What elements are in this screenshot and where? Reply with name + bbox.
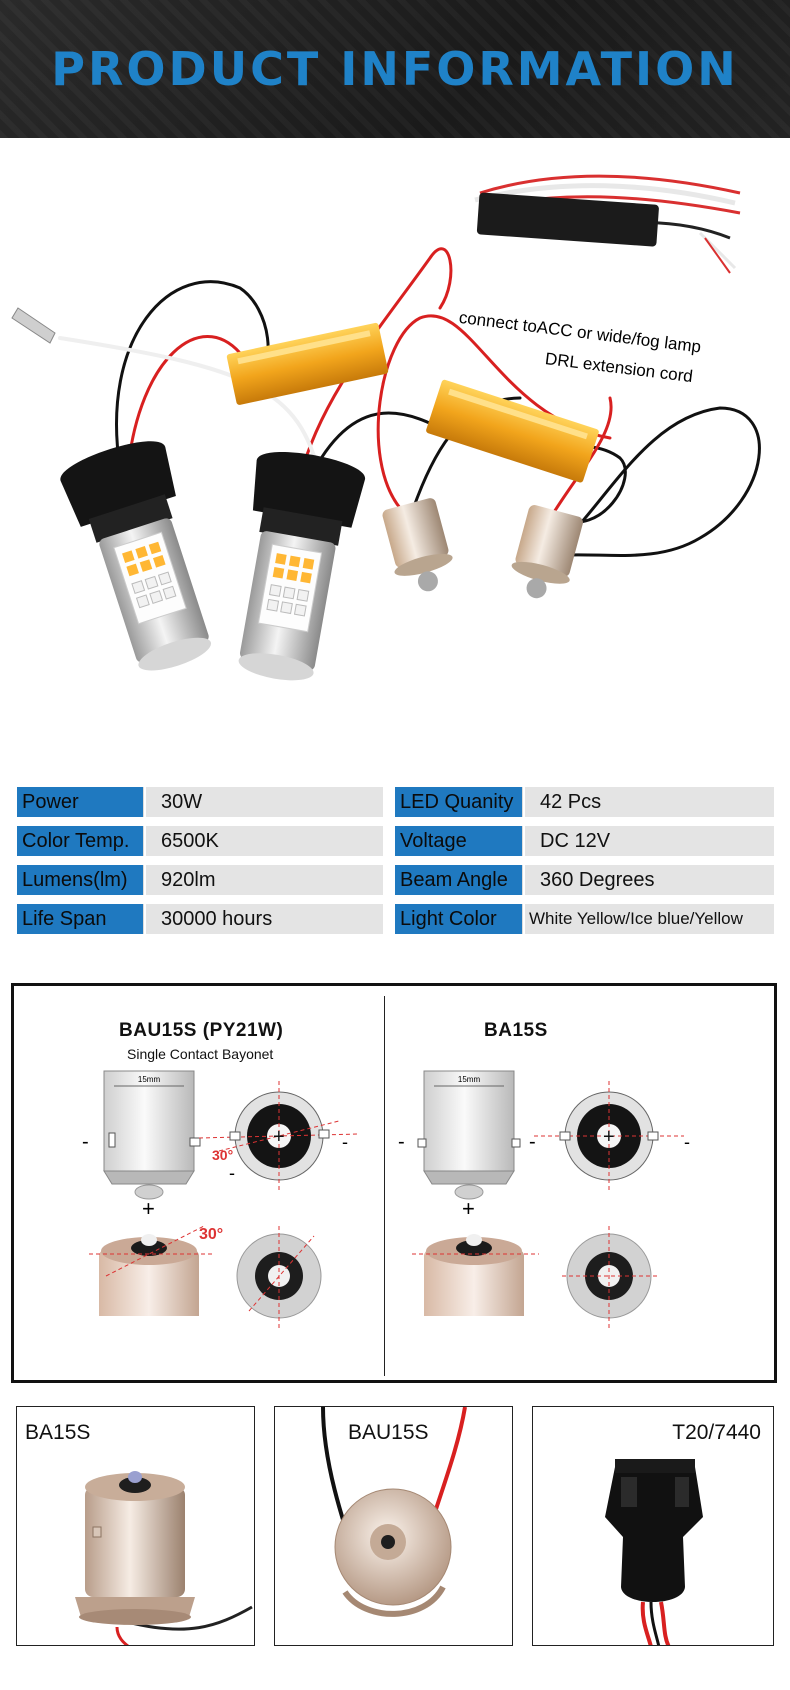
bau15s-angle-label: 30°	[212, 1147, 233, 1163]
spec-row: Lumens(lm) 920lm Beam Angle 360 Degrees	[17, 865, 774, 897]
card-bau15s: BAU15S	[274, 1406, 513, 1646]
led-bulb-2	[238, 451, 366, 681]
spec-row: Color Temp. 6500K Voltage DC 12V	[17, 826, 774, 858]
product-photo: DRL extension cord connect toACC or wide…	[0, 138, 790, 763]
spec-label-light-color: Light Color	[395, 904, 523, 934]
spec-label-lumens: Lumens(lm)	[17, 865, 144, 895]
bau15s-photo-angle: 30°	[199, 1226, 223, 1243]
spec-value-life-span: 30000 hours	[146, 904, 383, 934]
ba15s-side-view: 15mm - - +	[398, 1070, 536, 1221]
load-resistor-1	[226, 322, 389, 405]
drl-label-line1: DRL extension cord	[544, 349, 694, 386]
spec-label-voltage: Voltage	[395, 826, 523, 856]
bau15s-top-minus-1: -	[229, 1163, 235, 1183]
ba15s-photo-top	[562, 1226, 659, 1328]
ba15s-title: BA15S	[484, 1020, 548, 1041]
spec-value-light-color: White Yellow/Ice blue/Yellow	[525, 904, 774, 934]
panel-divider	[384, 996, 385, 1376]
ba15s-photo	[75, 1471, 253, 1645]
spec-row: Life Span 30000 hours Light Color White …	[17, 904, 774, 936]
page-title: PRODUCT INFORMATION	[51, 42, 739, 96]
ba15s-photo-side	[412, 1234, 539, 1316]
card-bau15s-label: BAU15S	[348, 1421, 429, 1444]
spade-connector	[11, 307, 56, 344]
product-illustration: DRL extension cord connect toACC or wide…	[11, 174, 761, 681]
t20-photo	[605, 1459, 703, 1645]
spec-value-beam-angle: 360 Degrees	[525, 865, 774, 895]
spec-row: Power 30W LED Quanity 42 Pcs	[17, 787, 774, 819]
bau15s-title: BAU15S (PY21W)	[119, 1020, 284, 1041]
ba15s-top-plus: +	[603, 1126, 615, 1148]
drl-label-line2: connect toACC or wide/fog lamp	[458, 308, 702, 357]
card-t20-label: T20/7440	[672, 1421, 761, 1444]
ba15s-minus-left: -	[398, 1131, 405, 1153]
bayonet-comparison-panel: BAU15S (PY21W) Single Contact Bayonet BA…	[11, 983, 777, 1383]
header-texture	[0, 0, 790, 138]
spec-label-power: Power	[17, 787, 144, 817]
spec-value-voltage: DC 12V	[525, 826, 774, 856]
card-ba15s-label: BA15S	[25, 1421, 91, 1444]
ba15s-top-minus: -	[684, 1132, 690, 1152]
bau15s-photo	[321, 1407, 467, 1617]
bau15s-plus-label: +	[142, 1196, 155, 1221]
spec-value-color-temp: 6500K	[146, 826, 383, 856]
ba15s-top-view: + -	[534, 1081, 690, 1191]
card-t20: T20/7440	[532, 1406, 774, 1646]
bau15s-top-plus: +	[273, 1126, 285, 1148]
bau15s-photo-side: 30°	[89, 1225, 223, 1316]
card-ba15s: BA15S	[16, 1406, 255, 1646]
load-resistor-2	[426, 379, 599, 483]
bau15s-photo-top	[236, 1226, 322, 1328]
spec-value-power: 30W	[146, 787, 383, 817]
ba15s-small-bulb-1	[382, 498, 453, 592]
bau15s-minus-label: -	[82, 1131, 89, 1153]
spec-value-lumens: 920lm	[146, 865, 383, 895]
spec-label-led-quantity: LED Quanity	[395, 787, 523, 817]
spec-value-led-quantity: 42 Pcs	[525, 787, 774, 817]
bau15s-side-view: 15mm - +	[82, 1070, 201, 1221]
drl-extension-cord	[474, 174, 741, 274]
bau15s-top-minus-2: -	[342, 1132, 348, 1152]
spec-label-life-span: Life Span	[17, 904, 144, 934]
header-banner: PRODUCT INFORMATION	[0, 0, 790, 138]
ba15s-plus-label: +	[462, 1196, 475, 1221]
spec-label-beam-angle: Beam Angle	[395, 865, 523, 895]
bau15s-dim-label: 15mm	[138, 1075, 161, 1084]
bayonet-diagram: 15mm - + + 30° - - 30°	[82, 1070, 690, 1328]
bau15s-top-view: + 30° - -	[198, 1081, 360, 1191]
spec-label-color-temp: Color Temp.	[17, 826, 144, 856]
ba15s-small-bulb-2	[511, 505, 583, 599]
led-bulb-1	[60, 441, 212, 671]
ba15s-minus-right: -	[529, 1131, 536, 1153]
ba15s-dim-label: 15mm	[458, 1075, 481, 1084]
specs-table: Power 30W LED Quanity 42 Pcs Color Temp.…	[17, 787, 774, 943]
bau15s-subtitle: Single Contact Bayonet	[127, 1046, 274, 1062]
